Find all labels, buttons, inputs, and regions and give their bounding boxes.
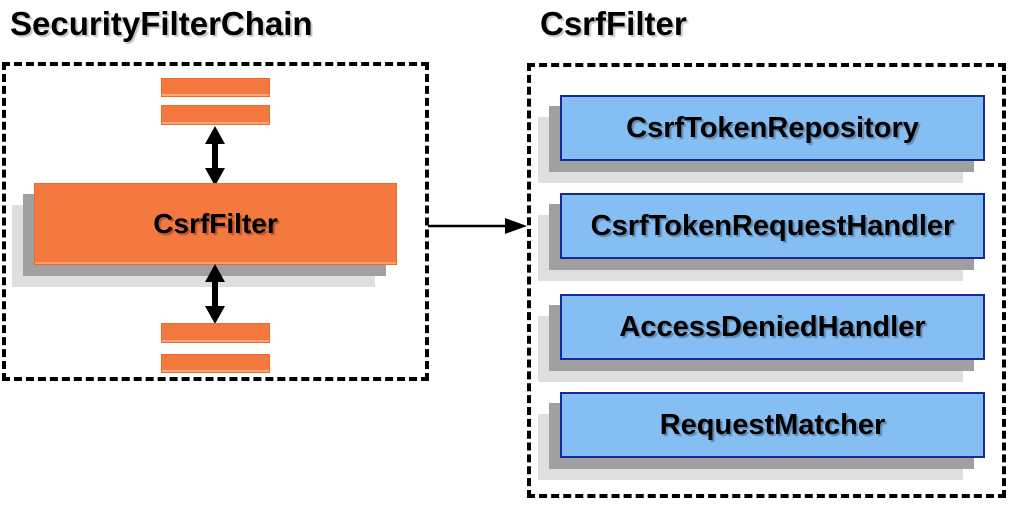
filter-placeholder-bar bbox=[161, 105, 270, 125]
filter-placeholder-bar bbox=[161, 354, 270, 373]
csrf-filter-box: CsrfFilter bbox=[34, 183, 397, 265]
component-label: AccessDeniedHandler bbox=[619, 310, 926, 343]
component-label: CsrfTokenRequestHandler bbox=[590, 209, 955, 242]
csrf-filter-container bbox=[527, 63, 1006, 498]
filter-placeholder-bar bbox=[161, 323, 270, 343]
component-box-access-denied-handler: AccessDeniedHandler bbox=[560, 294, 985, 360]
filter-placeholder-bar bbox=[161, 78, 270, 97]
component-label: CsrfTokenRepository bbox=[626, 111, 919, 144]
double-arrow-icon bbox=[197, 126, 233, 186]
csrf-filter-box-label: CsrfFilter bbox=[153, 208, 278, 239]
component-box-csrf-token-request-handler: CsrfTokenRequestHandler bbox=[560, 193, 985, 259]
component-box-csrf-token-repository: CsrfTokenRepository bbox=[560, 95, 985, 161]
double-arrow-icon bbox=[197, 264, 233, 324]
security-filter-chain-container bbox=[2, 62, 429, 381]
component-box-request-matcher: RequestMatcher bbox=[560, 392, 985, 458]
right-panel-title: CsrfFilter bbox=[540, 5, 687, 42]
component-label: RequestMatcher bbox=[659, 408, 886, 441]
left-panel-title: SecurityFilterChain bbox=[10, 5, 313, 42]
right-arrow-icon bbox=[428, 218, 527, 234]
